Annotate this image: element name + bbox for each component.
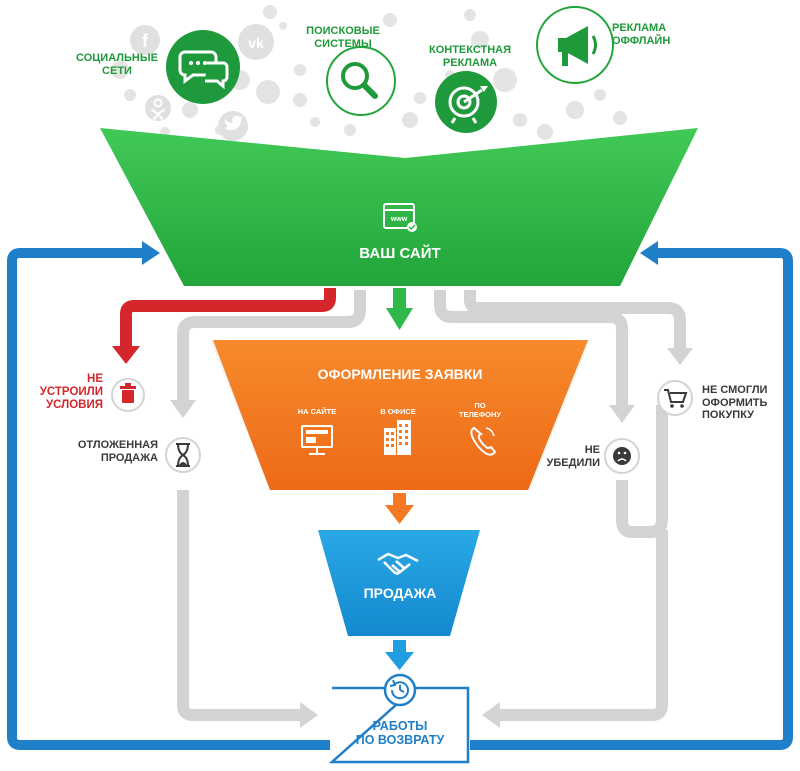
vk-icon: vk (238, 24, 274, 60)
phone-icon (470, 426, 497, 456)
svg-text:f: f (142, 31, 149, 51)
site-funnel (100, 128, 698, 286)
social-networks-label: СОЦИАЛЬНЫЕ СЕТИ (76, 52, 158, 77)
arrow-sale-to-return (385, 640, 414, 670)
context-ads-label: КОНТЕКСТНАЯ РЕКЛАМА (428, 44, 512, 69)
channel-label-phone: ПО ТЕЛЕФОНУ (458, 401, 502, 419)
gray-arrowheads (170, 348, 693, 728)
handshake-icon (377, 552, 419, 575)
chat-icon (166, 30, 240, 104)
trash-icon (111, 378, 145, 412)
sale-funnel (318, 530, 480, 636)
return-loop-left (7, 241, 330, 750)
postponed-sale-label: ОТЛОЖЕННАЯ ПРОДАЖА (77, 439, 158, 464)
couldnt-order-label: НЕ СМОГЛИ ОФОРМИТЬ ПОКУПКУ (702, 384, 768, 422)
svg-text:www: www (390, 216, 408, 223)
svg-text:vk: vk (248, 35, 264, 51)
bad-terms-label: НЕ УСТРОИЛИ УСЛОВИЯ (39, 373, 103, 412)
application-funnel-title: ОФОРМЛЕНИЕ ЗАЯВКИ (317, 366, 483, 382)
twitter-icon (218, 111, 248, 141)
search-engines-label: ПОИСКОВЫЕ СИСТЕМЫ (306, 25, 380, 50)
website-icon: www (383, 203, 417, 232)
arrow-site-to-application (386, 288, 413, 330)
return-box (328, 686, 470, 764)
refresh-icon (383, 673, 417, 707)
return-loop-right (470, 241, 793, 750)
sale-funnel-title: ПРОДАЖА (363, 585, 437, 601)
facebook-icon: f (130, 25, 160, 55)
decorative-bubbles (111, 5, 627, 140)
not-convinced-label: НЕ УБЕДИЛИ (546, 444, 600, 469)
gray-flow-paths (177, 290, 686, 721)
target-icon (435, 71, 497, 133)
sad-face-icon (604, 438, 640, 474)
site-funnel-title: ВАШ САЙТ (359, 245, 441, 262)
monitor-icon (301, 425, 333, 455)
hourglass-icon (165, 437, 201, 473)
offline-ads-label: РЕКЛАМА ОФФЛАЙН (612, 22, 671, 47)
cart-icon (657, 380, 693, 416)
megaphone-icon (536, 6, 614, 84)
red-flow-path (112, 288, 336, 364)
office-building-icon (384, 420, 411, 455)
channel-label-site: НА САЙТЕ (297, 407, 337, 416)
magnifier-icon (326, 46, 396, 116)
arrow-application-to-sale (385, 493, 414, 524)
channel-label-office: В ОФИСЕ (380, 407, 416, 416)
return-box-title: РАБОТЫ ПО ВОЗВРАТУ (355, 719, 445, 748)
odnoklassniki-icon (145, 95, 171, 121)
